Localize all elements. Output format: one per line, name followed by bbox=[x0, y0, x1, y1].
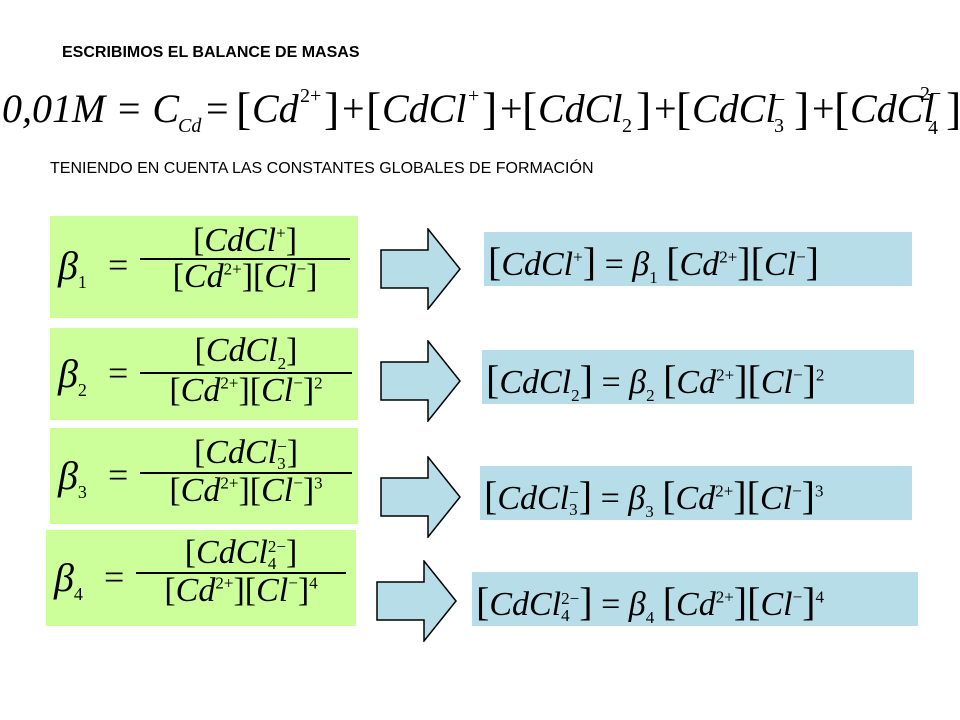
right-arrow-icon bbox=[376, 560, 457, 642]
mass-balance-equation: 0,01M = C Cd = [ Cd 2+ ] + [ CdCl + ] + … bbox=[2, 83, 960, 139]
beta2-definition-box: β2 = [CdCl2] [Cd2+][Cl−]2 bbox=[50, 328, 358, 420]
svg-text:2: 2 bbox=[622, 115, 632, 137]
svg-text:[: [ bbox=[522, 83, 537, 134]
svg-text:[: [ bbox=[236, 83, 251, 134]
svg-text:+: + bbox=[654, 86, 677, 131]
mb-eq: = bbox=[206, 86, 229, 131]
svg-text:[: [ bbox=[834, 83, 849, 134]
subtitle: TENIENDO EN CUENTA LAS CONSTANTES GLOBAL… bbox=[50, 160, 594, 177]
beta1-symbol: β1 bbox=[58, 243, 87, 292]
svg-text:+: + bbox=[468, 85, 479, 107]
beta1-result-box: [CdCl+] = β1 [Cd2+][Cl−] bbox=[484, 232, 912, 287]
right-arrow-icon bbox=[380, 456, 461, 538]
beta3-result-box: [CdCl−3] = β3 [Cd2+][Cl−]3 bbox=[480, 466, 912, 521]
page-title: ESCRIBIMOS EL BALANCE DE MASAS bbox=[62, 44, 360, 61]
svg-text:2−: 2− bbox=[920, 83, 941, 105]
mb-term-3: CdCl bbox=[538, 86, 622, 131]
svg-text:3: 3 bbox=[774, 115, 784, 137]
mb-term-4: CdCl bbox=[692, 86, 776, 131]
svg-text:+: + bbox=[812, 86, 835, 131]
beta1-definition-box: β1 = [CdCl+] [Cd2+][Cl−] bbox=[50, 216, 358, 318]
svg-text:−: − bbox=[774, 89, 785, 111]
svg-text:+: + bbox=[342, 86, 365, 131]
svg-text:]: ] bbox=[946, 83, 960, 134]
mb-term-2: CdCl bbox=[382, 86, 466, 131]
mb-lhs: 0,01M = C bbox=[2, 86, 180, 131]
svg-text:+: + bbox=[500, 86, 523, 131]
mb-term-1: Cd bbox=[252, 86, 300, 131]
svg-text:[: [ bbox=[676, 83, 691, 134]
beta2-symbol: β2 bbox=[58, 351, 87, 400]
beta2-result-box: [CdCl2] = β2 [Cd2+][Cl−]2 bbox=[482, 350, 914, 405]
mb-lhs-sub: Cd bbox=[178, 115, 202, 137]
svg-text:]: ] bbox=[794, 83, 809, 134]
svg-text:4: 4 bbox=[928, 117, 938, 139]
right-arrow-icon bbox=[380, 340, 461, 422]
beta3-definition-box: β3 = [CdCl−3] [Cd2+][Cl−]3 bbox=[50, 428, 358, 524]
svg-text:]: ] bbox=[324, 83, 339, 134]
svg-text:]: ] bbox=[636, 83, 651, 134]
svg-text:[: [ bbox=[366, 83, 381, 134]
right-arrow-icon bbox=[380, 228, 461, 310]
svg-text:2+: 2+ bbox=[300, 85, 321, 107]
beta4-symbol: β4 bbox=[54, 555, 83, 604]
svg-text:]: ] bbox=[482, 83, 497, 134]
mb-term-5: CdCl bbox=[850, 86, 934, 131]
beta3-symbol: β3 bbox=[58, 453, 87, 502]
